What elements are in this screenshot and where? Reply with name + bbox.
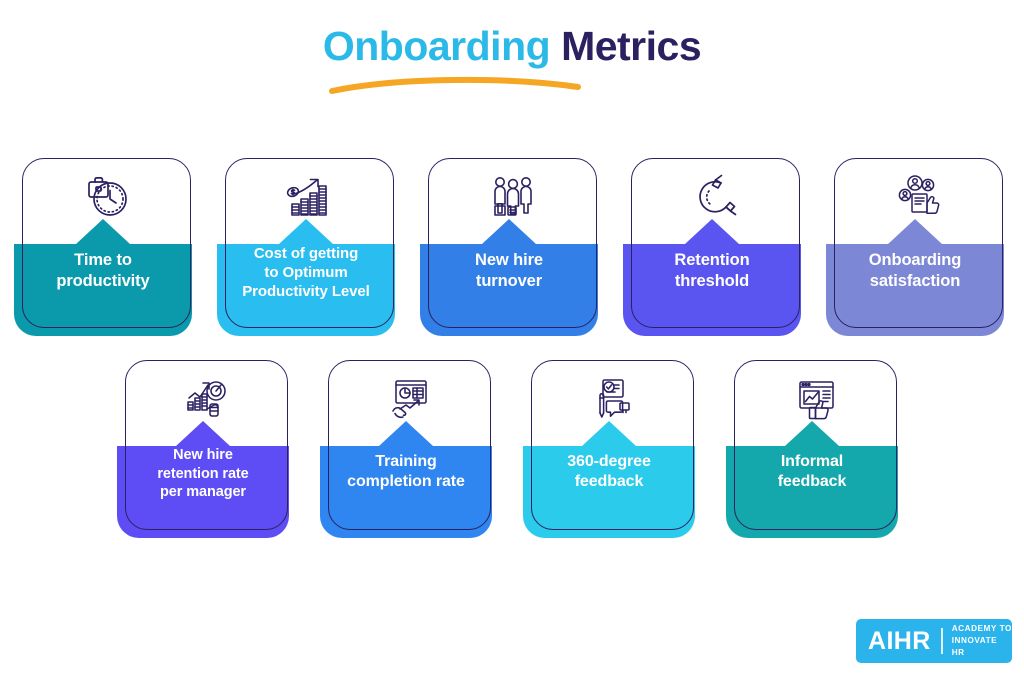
survey-feedback-icon [531,360,694,438]
metric-card-informal-feedback[interactable]: Informal feedback [726,360,898,538]
card-label: Informal feedback [777,453,847,491]
metric-card-new-hire-turnover[interactable]: New hire turnover [420,158,598,336]
title-underline-swoosh [328,72,581,94]
metric-card-cost-optimum-productivity[interactable]: Cost of getting to Optimum Productivity … [217,158,395,336]
title-main-text: Metrics [561,23,702,69]
card-label: Time to productivity [56,251,150,291]
metric-card-360-degree-feedback[interactable]: 360-degree feedback [523,360,695,538]
card-fill [117,421,289,538]
chart-target-icon [125,360,288,438]
briefcase-clock-icon [22,158,191,236]
card-label: Onboarding satisfaction [868,251,962,291]
card-fill [523,421,695,538]
metric-card-onboarding-satisfaction[interactable]: Onboarding satisfaction [826,158,1004,336]
metric-card-retention-threshold[interactable]: Retention threshold [623,158,801,336]
metric-card-new-hire-retention-per-manager[interactable]: New hire retention rate per manager [117,360,289,538]
people-thumbs-up-icon [834,158,1003,236]
monitor-thumbs-up-icon [734,360,897,438]
card-fill [726,421,898,538]
card-label: New hire retention rate per manager [157,447,249,501]
metric-card-training-completion-rate[interactable]: Training completion rate [320,360,492,538]
title-accent-text: Onboarding [322,23,551,69]
three-people-icon [428,158,597,236]
aihr-logo: AIHR Academy to Innovate HR [856,619,1012,663]
logo-tagline-line-2: Innovate HR [951,636,998,657]
card-fill [217,219,395,336]
card-label: Cost of getting to Optimum Productivity … [242,245,370,301]
card-fill [14,219,192,336]
money-growth-chart-icon [225,158,394,236]
presentation-board-icon [328,360,491,438]
card-label: New hire turnover [475,251,543,291]
card-label: Training completion rate [347,453,465,491]
card-label: 360-degree feedback [567,453,651,491]
card-fill [420,219,598,336]
metrics-row-1: Time to productivity [14,158,1004,336]
logo-wordmark: AIHR [868,626,931,655]
metric-card-time-to-productivity[interactable]: Time to productivity [14,158,192,336]
card-fill [623,219,801,336]
card-fill [320,421,492,538]
logo-divider [940,628,943,654]
page-title: Onboarding Metrics [0,23,1024,94]
card-label: Retention threshold [674,251,750,291]
logo-tagline-line-1: Academy to [951,624,1012,634]
metrics-row-2: New hire retention rate per manager Tr [117,360,898,538]
logo-tagline: Academy to Innovate HR [952,623,1012,659]
magnet-icon [631,158,800,236]
card-fill [826,219,1004,336]
